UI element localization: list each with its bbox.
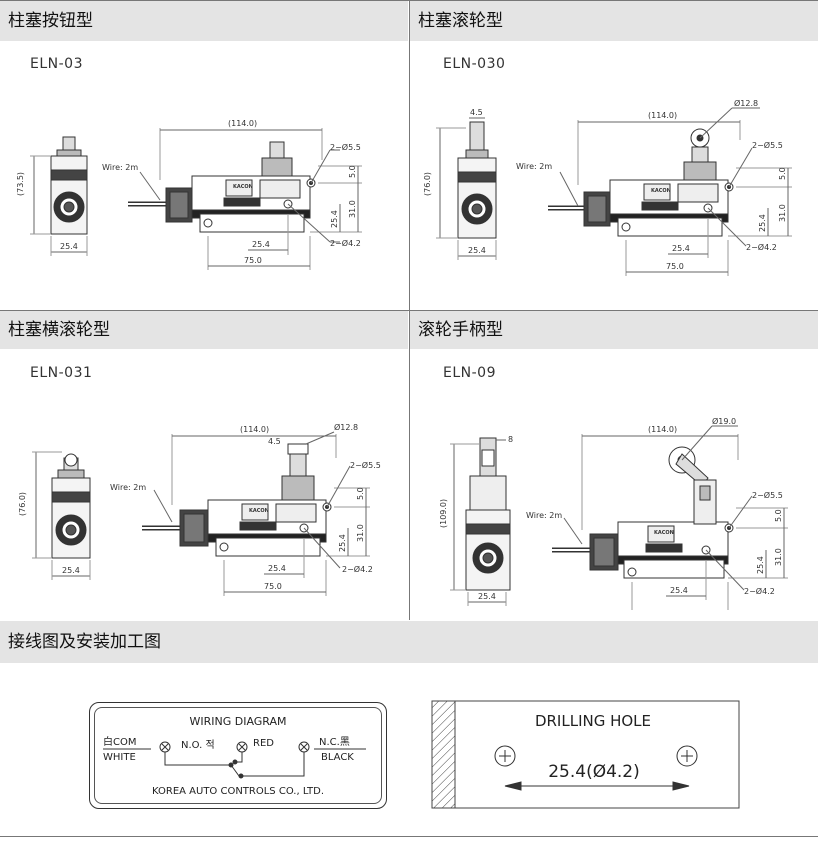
brand-label: KACON	[651, 188, 671, 194]
wire-label: Wire: 2m	[526, 511, 562, 520]
wiring-title: WIRING DIAGRAM	[189, 715, 286, 728]
panel-2-drawing: (114.0) (76.0) 25.4 4.5 Ø12.8 Wire: 2m 2…	[423, 98, 792, 276]
width-dim: 25.4	[60, 242, 78, 251]
panel-3-model: ELN-031	[30, 365, 93, 381]
no-label: N.O. 적	[181, 739, 215, 751]
mount-hole-label: 2−Ø5.5	[330, 142, 361, 152]
panel-4-model: ELN-09	[443, 365, 496, 381]
drilling-spec: 25.4(Ø4.2)	[548, 762, 640, 782]
mount-hole-label: 2−Ø5.5	[752, 140, 783, 150]
drill-hole-left	[494, 745, 516, 767]
panel-1-title: 柱塞按钮型	[0, 1, 408, 41]
wiring-diagram-inner	[94, 707, 382, 804]
height-dim: (109.0)	[439, 499, 448, 528]
dim-31: 31.0	[348, 200, 357, 218]
total-dim: 75.0	[264, 582, 282, 591]
dim-31: 31.0	[778, 204, 787, 222]
nc-color-label: BLACK	[321, 752, 354, 763]
wire-label: Wire: 2m	[102, 163, 138, 172]
dim-31: 31.0	[774, 548, 783, 566]
panel-4-drawing: (114.0) (109.0) 25.4 8 Ø19.0 Wire: 2m 2−…	[439, 416, 788, 610]
brand-label: KACON	[654, 530, 674, 536]
brand-label: KACON	[249, 508, 269, 514]
wire-label: Wire: 2m	[516, 162, 552, 171]
dim-25: 25.4	[756, 556, 765, 574]
dim-5: 5.0	[348, 165, 357, 178]
screw-hole-label: 2−Ø4.2	[330, 238, 361, 248]
com-color-label: WHITE	[103, 752, 136, 763]
dim-25: 25.4	[330, 210, 339, 228]
panel-1-drawing: (114.0) (73.5) 25.4 Wire: 2m 2−Ø5.5 2−Ø4…	[16, 119, 362, 270]
width-dim: 25.4	[478, 592, 496, 601]
pitch-dim: 25.4	[670, 586, 688, 595]
dim-5: 5.0	[774, 509, 783, 522]
overall-dim: (114.0)	[648, 111, 677, 120]
screw-hole-label: 2−Ø4.2	[744, 586, 775, 596]
drilling-hole-diagram: DRILLING HOLE 25.4(Ø4.2)	[431, 700, 740, 809]
bottom-border	[0, 836, 818, 837]
screw-hole-2	[283, 199, 293, 209]
pitch-dim: 25.4	[268, 564, 286, 573]
com-label: 白COM	[103, 735, 136, 748]
wiring-diagram: WIRING DIAGRAM 白COM WHITE N.O. 적 RED N.C…	[103, 715, 366, 797]
company-label: KOREA AUTO CONTROLS CO., LTD.	[152, 786, 324, 797]
overall-dim: (114.0)	[240, 425, 269, 434]
pitch-dim: 25.4	[252, 240, 270, 249]
offset-dim: 8	[508, 435, 513, 444]
total-dim: 75.0	[244, 256, 262, 265]
offset-dim: 4.5	[470, 108, 483, 117]
panel-4-title: 滚轮手柄型	[410, 311, 818, 349]
roller-label: Ø12.8	[734, 98, 758, 108]
plunger	[269, 141, 285, 161]
height-dim: (76.0)	[18, 492, 27, 516]
drill-hole-right	[676, 745, 698, 767]
brand-label: KACON	[233, 184, 253, 190]
screw-hole-label: 2−Ø4.2	[342, 564, 373, 574]
hatched-wall	[431, 700, 456, 809]
drilling-title: DRILLING HOLE	[535, 712, 651, 730]
wiring-section-title: 接线图及安装加工图	[0, 621, 818, 663]
dim-25: 25.4	[758, 214, 767, 232]
roller-label: Ø12.8	[334, 422, 358, 432]
height-dim: (76.0)	[423, 172, 432, 196]
dim-31: 31.0	[356, 524, 365, 542]
width-dim: 25.4	[62, 566, 80, 575]
height-dim: (73.5)	[16, 172, 25, 196]
wire-label: Wire: 2m	[110, 483, 146, 492]
pitch-dim: 25.4	[672, 244, 690, 253]
wiring-diagram-box	[89, 702, 387, 809]
screw-hole-1	[203, 218, 213, 228]
overall-dim: (114.0)	[648, 425, 677, 434]
nc-label: N.C.黑	[319, 736, 350, 748]
dim-5: 5.0	[778, 167, 787, 180]
red-label: RED	[253, 738, 274, 749]
middle-border	[0, 310, 818, 311]
width-dim: 25.4	[468, 246, 486, 255]
panel-3-title: 柱塞横滚轮型	[0, 311, 408, 349]
dim-5: 5.0	[356, 487, 365, 500]
panel-2-title: 柱塞滚轮型	[410, 1, 818, 41]
overall-dim: (114.0)	[228, 119, 257, 128]
panel-2-model: ELN-030	[443, 56, 506, 72]
panel-1-model: ELN-03	[30, 56, 83, 72]
screw-hole-label: 2−Ø4.2	[746, 242, 777, 252]
offset-dim: 4.5	[268, 437, 281, 446]
mount-hole-label: 2−Ø5.5	[752, 490, 783, 500]
mount-hole-label: 2−Ø5.5	[350, 460, 381, 470]
side-view-cap	[56, 149, 82, 157]
total-dim: 75.0	[666, 262, 684, 271]
dim-25: 25.4	[338, 534, 347, 552]
panel-3-drawing: (114.0) (76.0) 25.4 4.5 Ø12.8 Wire: 2m 2…	[18, 422, 381, 596]
roller-label: Ø19.0	[712, 416, 736, 426]
